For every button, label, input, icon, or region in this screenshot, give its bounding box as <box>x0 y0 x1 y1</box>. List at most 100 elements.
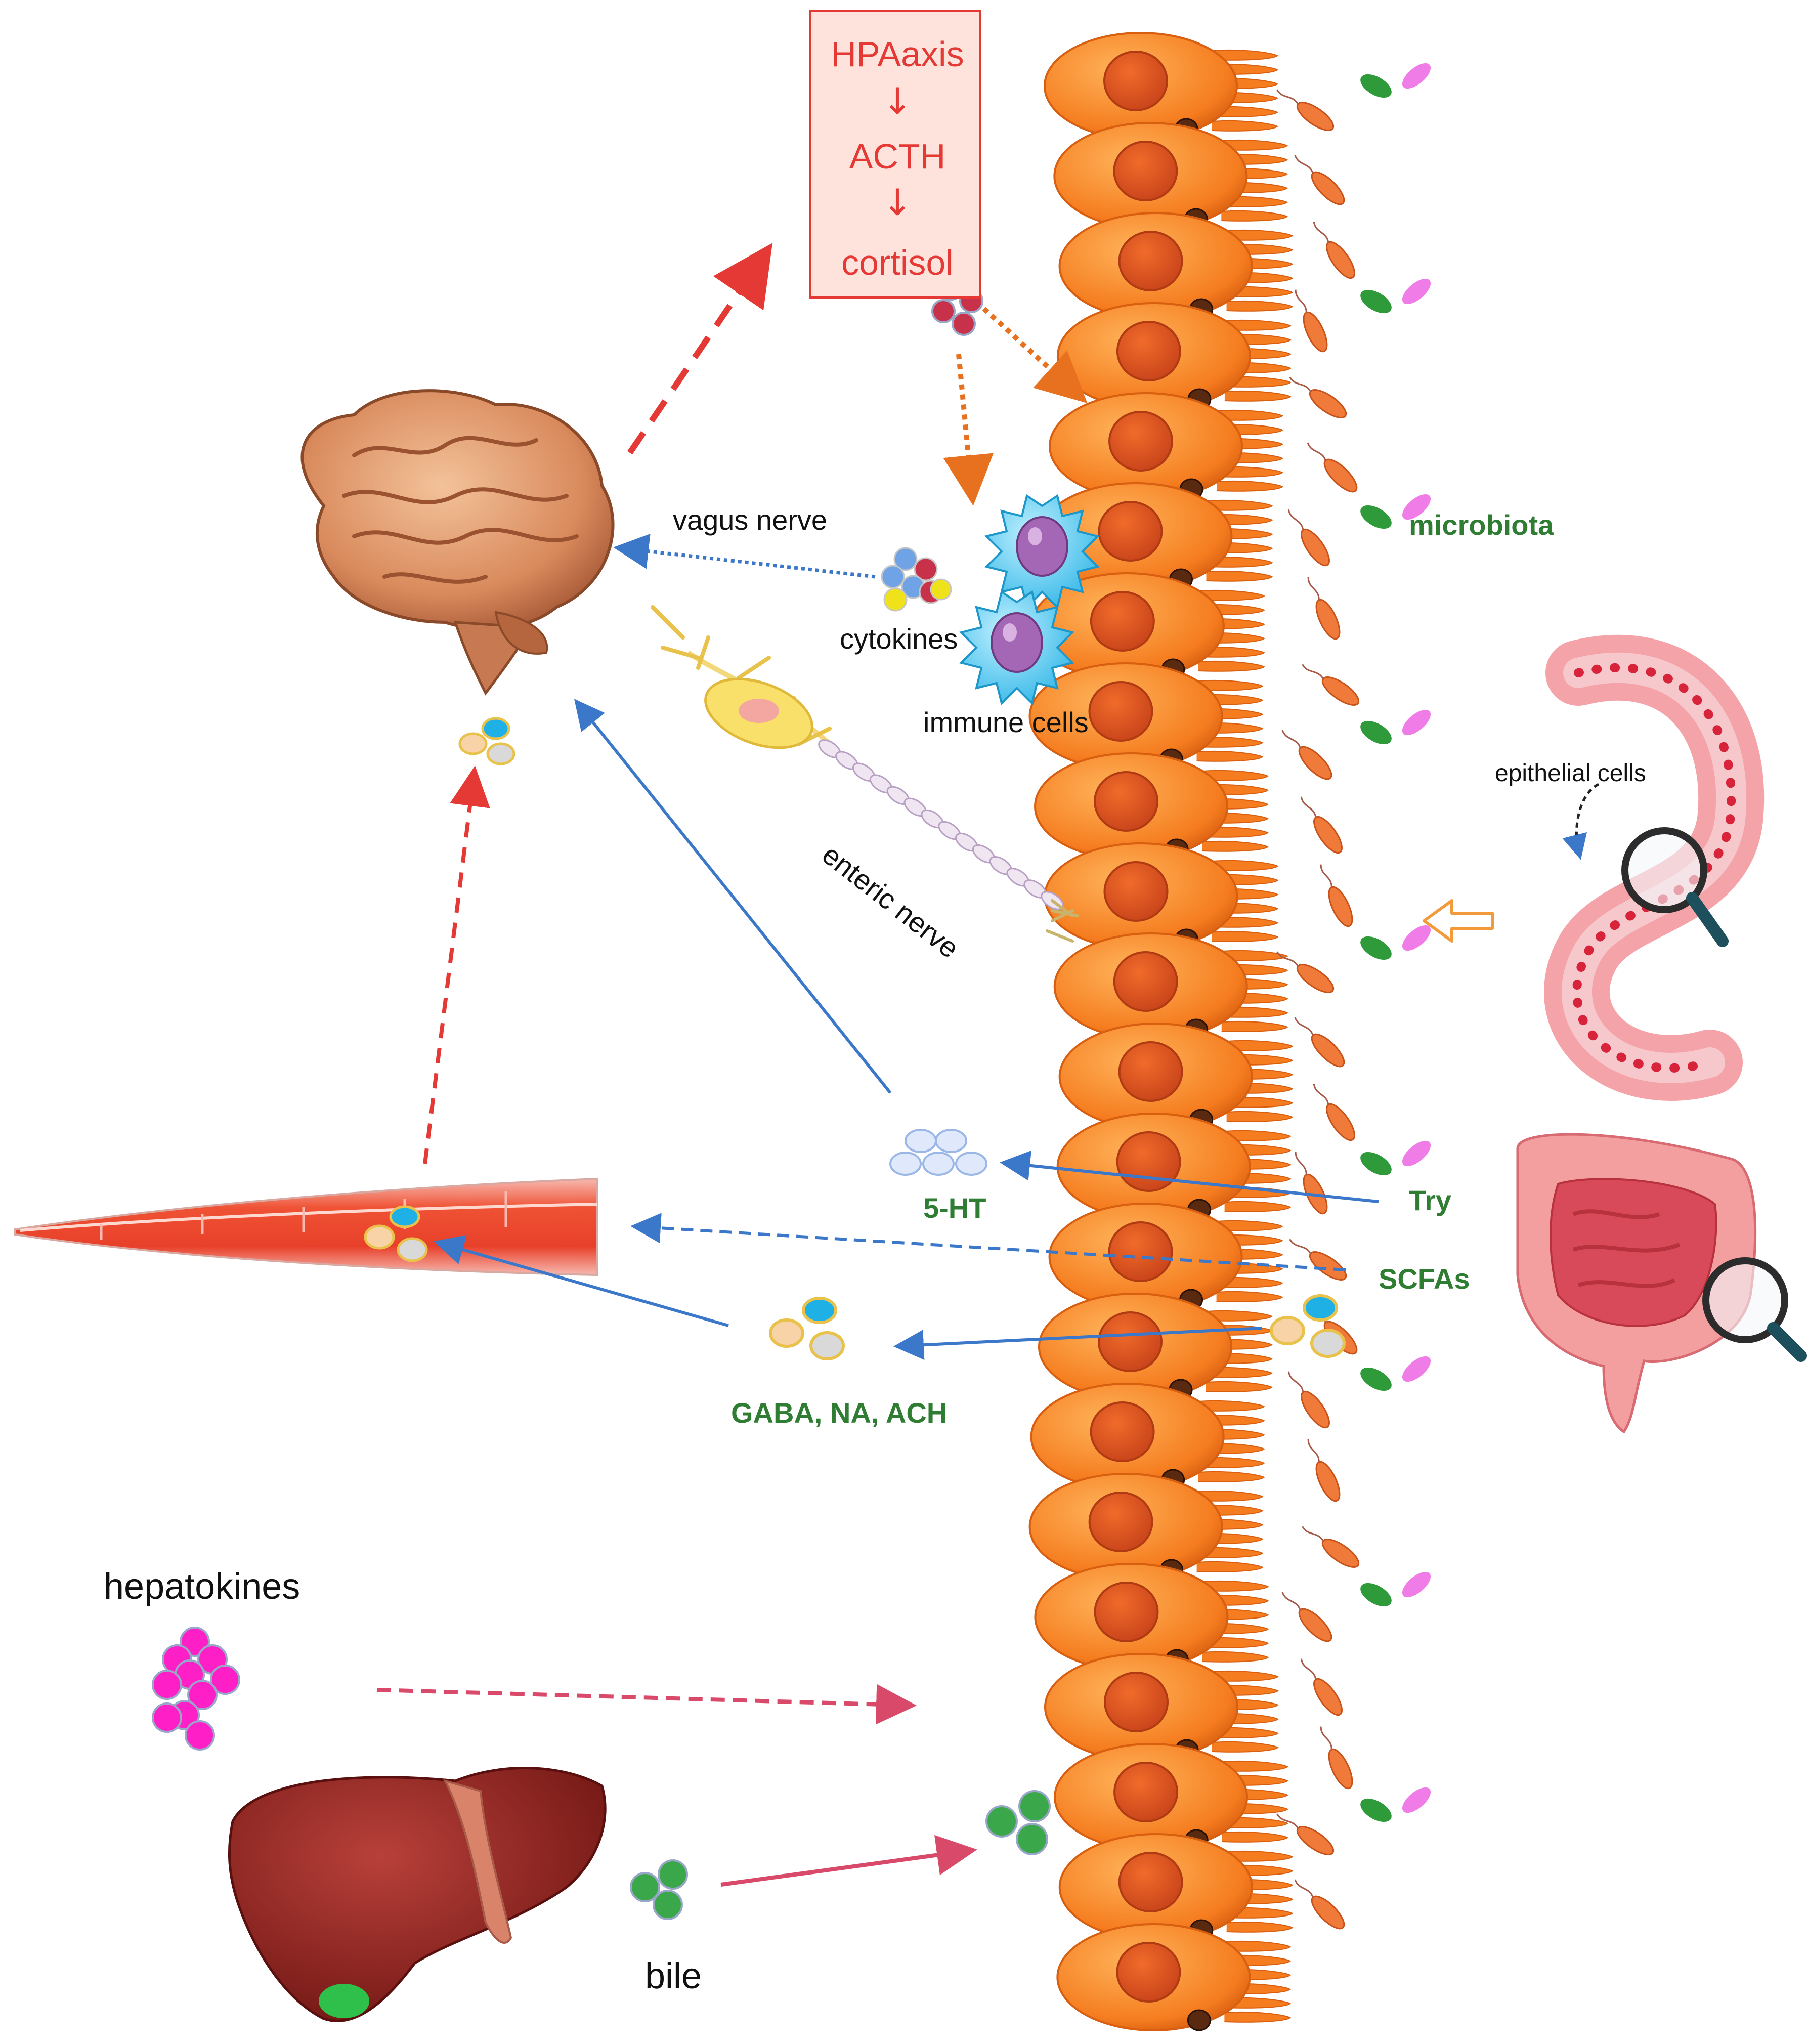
villus <box>1196 1561 1264 1572</box>
pink-bacterium <box>1402 1571 1431 1598</box>
bacterium <box>1302 664 1360 706</box>
intestinal-epithelium <box>1028 32 1294 2031</box>
hepatokine-molecule <box>152 1702 182 1733</box>
villus <box>1212 860 1279 871</box>
cell-nucleus <box>1108 411 1174 472</box>
villus <box>1196 750 1264 762</box>
hpa-axis-label: HPAaxis <box>831 34 964 74</box>
bacterium-flagellum <box>1281 1592 1301 1610</box>
bacterium-body <box>1315 1461 1341 1502</box>
try-label: Try <box>1409 1184 1452 1216</box>
bacterium-flagellum <box>1313 1084 1329 1105</box>
villus <box>1221 210 1288 222</box>
immune-cells-label: immune cells <box>923 706 1089 738</box>
arrow-gaba-to-vessel <box>433 1235 729 1327</box>
villus <box>1224 1130 1292 1141</box>
arrow-microbe-to-gaba <box>893 1327 1263 1360</box>
pink-bacterium <box>1402 278 1431 305</box>
green-bacterium <box>1360 1798 1392 1822</box>
bacterium-flagellum <box>1302 664 1324 679</box>
bacterium <box>1281 1592 1332 1642</box>
bacterium-body <box>1309 389 1347 418</box>
green-bacterium <box>1360 936 1392 960</box>
serotonin-molecules <box>889 1129 987 1176</box>
hpa-down-arrow-2: ↓ <box>882 181 913 224</box>
cell-nucleus <box>1118 231 1183 291</box>
bacterium-body <box>1328 886 1353 927</box>
cytokine-molecules <box>881 547 952 612</box>
villus <box>1202 1651 1269 1663</box>
bile-label: bile <box>645 1956 702 1996</box>
cell-nucleus <box>1088 1492 1153 1552</box>
cell-nucleus <box>1090 1401 1155 1462</box>
cell-nucleus <box>1090 591 1155 652</box>
cell-nucleus <box>1094 1582 1159 1642</box>
epithelial-cells-label: epithelial cells <box>1495 760 1646 787</box>
bacterium-body <box>1296 1826 1335 1855</box>
villus <box>1206 1310 1273 1322</box>
cell-nucleus <box>1098 501 1163 562</box>
pink-bacterium <box>1402 494 1431 520</box>
bacterium <box>1302 1526 1360 1568</box>
bacterium-body <box>1296 102 1335 131</box>
gaba-na-ach-molecules <box>769 1294 1346 1360</box>
bacterium <box>1287 1371 1330 1429</box>
villus <box>1201 840 1269 852</box>
neurotransmitter-molecules-brain <box>458 717 515 765</box>
villus <box>1221 1020 1288 1032</box>
cell-nucleus <box>1118 1041 1183 1102</box>
bacterium <box>1276 951 1335 993</box>
serotonin-label: 5-HT <box>923 1192 986 1224</box>
bacterium-flagellum <box>1287 509 1304 530</box>
blood-vessel-illustration <box>14 1177 598 1276</box>
zoom-hollow-arrow <box>1423 899 1494 943</box>
cell-nucleus <box>1098 1311 1163 1372</box>
villus <box>1222 1760 1288 1772</box>
villus <box>1201 770 1269 781</box>
bacterium-flagellum <box>1300 1658 1317 1680</box>
bacterium <box>1307 577 1341 640</box>
hepatokine-molecule <box>210 1665 240 1695</box>
bacterium-flagellum <box>1276 1813 1299 1829</box>
arrow-bile-to-gut <box>720 1835 977 1887</box>
villus <box>1198 589 1265 601</box>
arrow-scfas-to-vessel <box>630 1213 1346 1271</box>
hepatokine-molecule <box>187 1680 218 1710</box>
cytokines-label: cytokines <box>840 623 958 655</box>
bacterium-body <box>1326 1103 1355 1141</box>
gaba-na-ach-label: GABA, NA, ACH <box>731 1397 948 1429</box>
colon-inset <box>1516 1133 1807 1434</box>
arrow-hepatokines-to-gut <box>376 1684 917 1725</box>
cell-nucleus <box>1103 51 1168 111</box>
cell-nucleus <box>1118 1852 1183 1912</box>
villus <box>1198 1471 1265 1482</box>
hepatokine-molecule <box>185 1720 215 1751</box>
bacterium <box>1307 1439 1341 1502</box>
pink-bacterium <box>1402 1140 1431 1167</box>
villus <box>1206 1381 1273 1392</box>
bacterium-body <box>1328 1748 1353 1790</box>
bacterium-body <box>1321 1539 1360 1568</box>
green-bacterium <box>1360 1367 1392 1391</box>
villus <box>1211 49 1278 61</box>
bacterium-flagellum <box>1294 1879 1314 1898</box>
villus <box>1224 1940 1292 1952</box>
bacterium-flagellum <box>1287 1371 1304 1392</box>
cell-nucleus <box>1094 771 1159 832</box>
bacterium <box>1320 1726 1353 1790</box>
bacterium-flagellum <box>1276 89 1299 105</box>
microbiota-label: microbiota <box>1409 509 1554 541</box>
cell-nucleus <box>1108 1221 1173 1282</box>
pink-bacterium <box>1402 925 1431 951</box>
villus <box>1224 390 1292 402</box>
bacterium-body <box>1309 1251 1347 1281</box>
bacterium-body <box>1298 1608 1332 1642</box>
bacterium <box>1295 289 1328 353</box>
cell-junction <box>1187 2009 1211 2031</box>
villus <box>1216 1220 1283 1231</box>
bacterium <box>1320 864 1353 927</box>
bile-acid-molecules <box>630 1790 1051 1920</box>
bacterium-flagellum <box>1302 1526 1324 1542</box>
cell-nucleus <box>1116 1942 1181 2003</box>
